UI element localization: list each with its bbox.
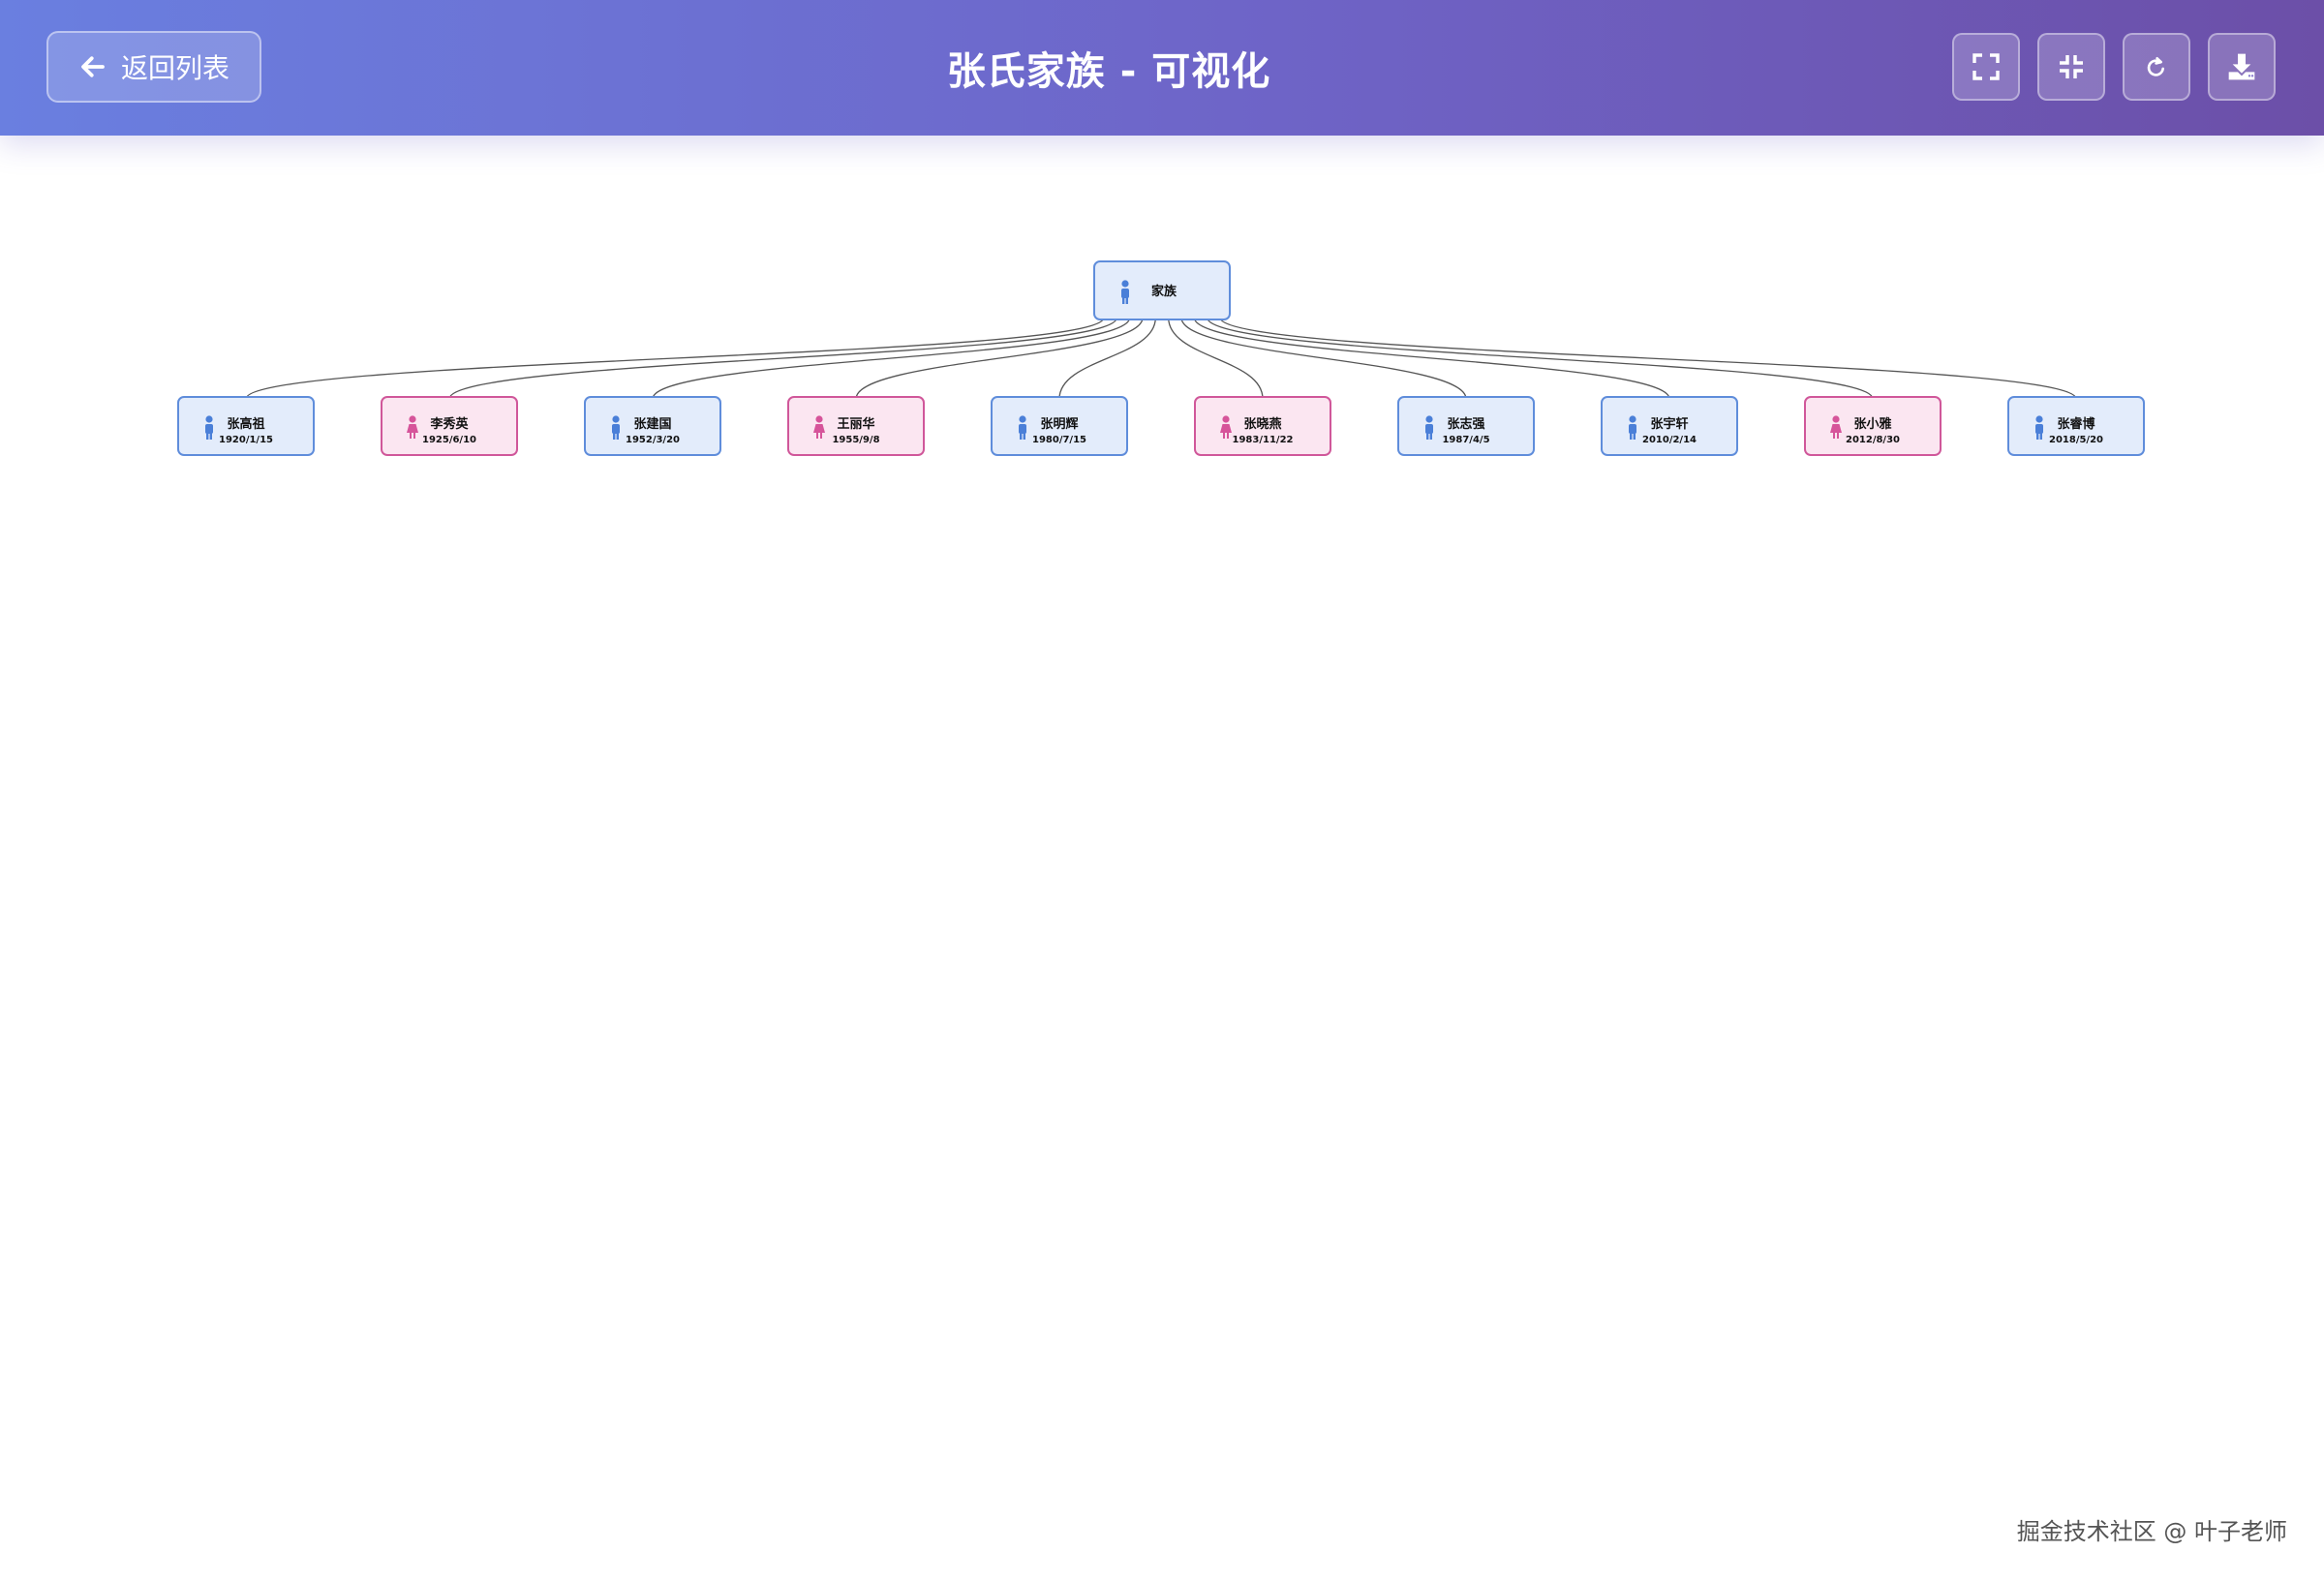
node-date: 1952/3/20 xyxy=(626,435,680,445)
node-name: 张睿博 xyxy=(2057,416,2095,432)
node-date: 1983/11/22 xyxy=(1233,435,1294,445)
male-icon xyxy=(2035,415,2043,440)
tree-links xyxy=(245,317,2077,400)
female-icon xyxy=(813,415,825,439)
female-icon xyxy=(1220,415,1232,439)
node-box xyxy=(1601,396,1738,456)
node-box xyxy=(1804,396,1942,456)
download-button[interactable] xyxy=(2208,33,2276,101)
male-icon xyxy=(205,415,213,440)
male-icon xyxy=(1121,280,1129,304)
node-name: 张高祖 xyxy=(227,416,264,432)
watermark: 掘金技术社区 @ 叶子老师 xyxy=(2016,1518,2287,1545)
node-name: 家族 xyxy=(1151,284,1177,299)
node-name: 张宇轩 xyxy=(1650,416,1688,432)
tree-link xyxy=(1207,317,1874,400)
node-box xyxy=(787,396,925,456)
node-date: 2012/8/30 xyxy=(1846,435,1900,445)
tree-link xyxy=(245,317,1105,400)
tree-node[interactable]: 张宇轩 2010/2/14 xyxy=(1601,396,1738,456)
tree-link xyxy=(652,317,1131,400)
node-box xyxy=(584,396,721,456)
compress-icon xyxy=(2060,55,2083,78)
node-box xyxy=(991,396,1128,456)
male-icon xyxy=(1019,415,1026,440)
tree-node[interactable]: 张高祖 1920/1/15 xyxy=(177,396,315,456)
node-name: 王丽华 xyxy=(837,416,874,432)
reset-view-button[interactable] xyxy=(2123,33,2190,101)
tree-link xyxy=(855,317,1144,400)
back-button-label: 返回列表 xyxy=(120,52,229,84)
female-icon xyxy=(1830,415,1842,439)
node-name: 张小雅 xyxy=(1853,416,1891,432)
tree-link xyxy=(1180,317,1467,400)
fullscreen-button[interactable] xyxy=(1952,33,2020,101)
tree-link xyxy=(448,317,1117,400)
tree-node[interactable]: 张明辉 1980/7/15 xyxy=(991,396,1128,456)
fit-view-button[interactable] xyxy=(2037,33,2105,101)
node-name: 张明辉 xyxy=(1040,417,1078,432)
arrow-left-icon xyxy=(81,56,105,77)
back-to-list-button[interactable]: 返回列表 xyxy=(46,31,261,103)
node-box xyxy=(1093,260,1231,320)
node-date: 1955/9/8 xyxy=(832,435,879,445)
male-icon xyxy=(1629,415,1636,440)
female-icon xyxy=(407,415,418,439)
node-name: 张建国 xyxy=(633,416,671,432)
node-name: 张晓燕 xyxy=(1243,416,1281,432)
node-box xyxy=(2007,396,2145,456)
tree-link xyxy=(1193,317,1670,400)
tree-link xyxy=(1168,317,1264,400)
tree-node[interactable]: 张建国 1952/3/20 xyxy=(584,396,721,456)
node-box xyxy=(177,396,315,456)
node-box xyxy=(1397,396,1535,456)
node-name: 李秀英 xyxy=(429,416,469,432)
node-date: 1980/7/15 xyxy=(1032,435,1086,445)
node-name: 张志强 xyxy=(1447,416,1484,432)
node-date: 1920/1/15 xyxy=(219,435,273,445)
tree-link xyxy=(1219,317,2077,400)
top-toolbar: 返回列表 张氏家族 - 可视化 xyxy=(0,0,2324,136)
tree-node[interactable]: 张晓燕 1983/11/22 xyxy=(1194,396,1331,456)
node-box xyxy=(381,396,518,456)
tree-node[interactable]: 张志强 1987/4/5 xyxy=(1397,396,1535,456)
refresh-icon xyxy=(2147,57,2164,76)
tree-node-root[interactable]: 家族 xyxy=(1093,260,1231,320)
node-date: 1925/6/10 xyxy=(422,435,476,445)
node-date: 1987/4/5 xyxy=(1442,435,1489,445)
node-date: 2018/5/20 xyxy=(2049,435,2103,445)
male-icon xyxy=(1425,415,1433,440)
download-icon xyxy=(2228,53,2255,80)
tree-node[interactable]: 张睿博 2018/5/20 xyxy=(2007,396,2145,456)
tree-node[interactable]: 王丽华 1955/9/8 xyxy=(787,396,925,456)
expand-icon xyxy=(1972,53,2000,80)
node-box xyxy=(1194,396,1331,456)
male-icon xyxy=(612,415,620,440)
tree-link xyxy=(1058,317,1156,400)
page-title: 张氏家族 - 可视化 xyxy=(946,49,1271,94)
node-date: 2010/2/14 xyxy=(1642,435,1697,445)
tree-node[interactable]: 李秀英 1925/6/10 xyxy=(381,396,518,456)
tree-node[interactable]: 张小雅 2012/8/30 xyxy=(1804,396,1942,456)
